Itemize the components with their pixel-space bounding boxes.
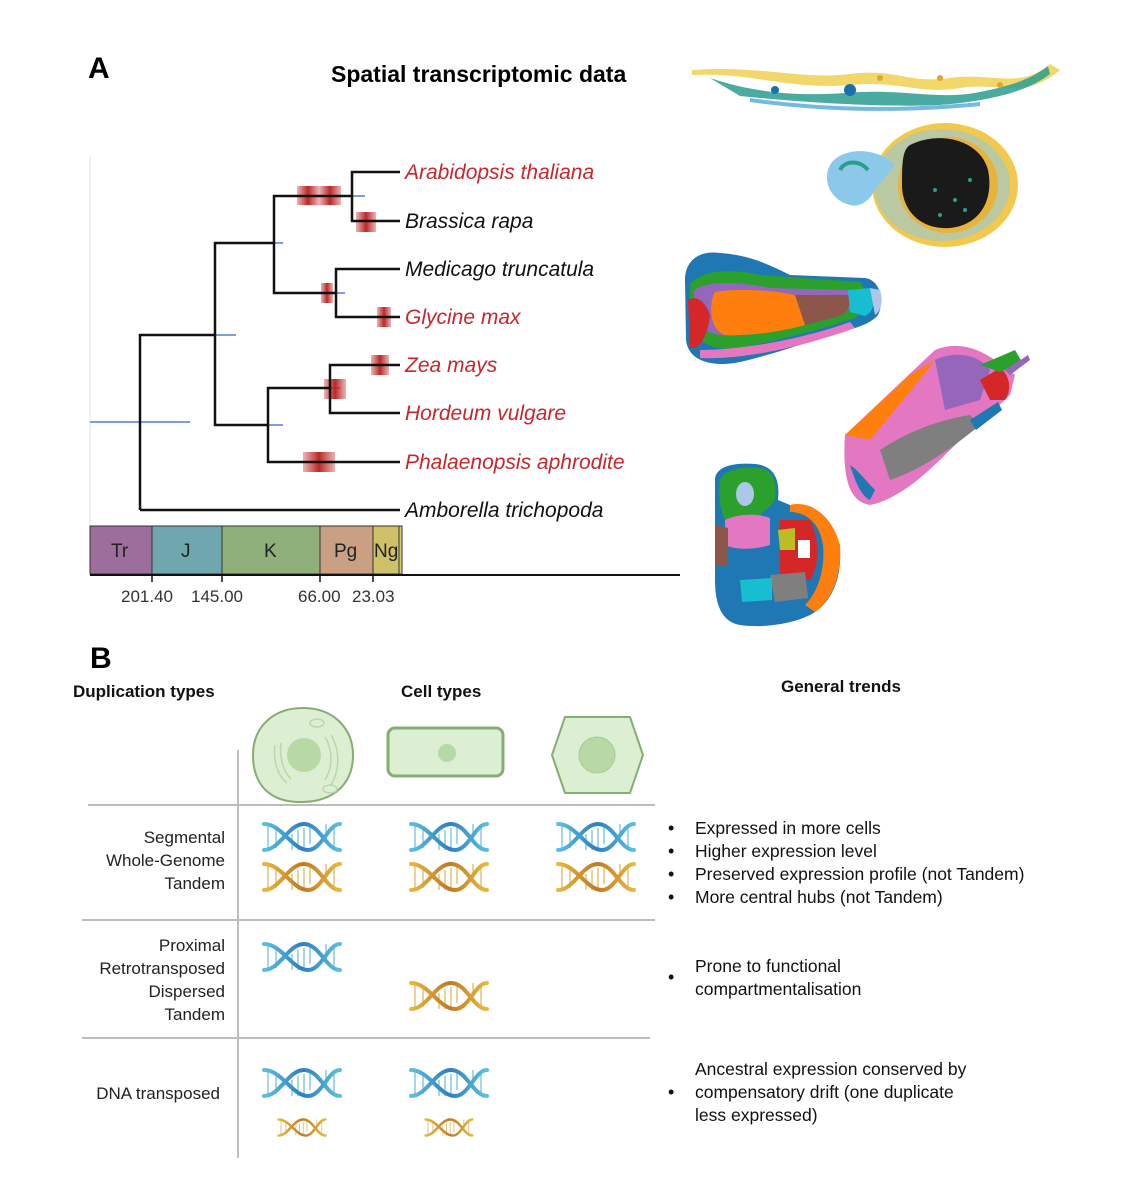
- time-tick-label: 201.40: [121, 587, 173, 606]
- duplication-type: Whole-Genome: [105, 851, 225, 870]
- tissue-section-heart: [715, 463, 841, 627]
- species-label-zea: Zea mays: [405, 354, 498, 377]
- header-cell-types: Cell types: [401, 682, 482, 701]
- duplication-type: Dispersed: [148, 982, 225, 1001]
- dna-gold-icon: [556, 860, 636, 894]
- panel-a-label: A: [88, 52, 110, 85]
- tissue-section-wedge: [685, 252, 882, 364]
- species-label-brassica: Brassica rapa: [405, 210, 534, 233]
- spatial-transcriptomic-images: [685, 64, 1060, 627]
- header-general-trends: General trends: [781, 677, 901, 696]
- trends-row-1: Expressed in more cells Higher expressio…: [660, 817, 1024, 909]
- period-label-j: J: [181, 541, 191, 562]
- duplication-type: Segmental: [143, 828, 225, 847]
- dna-blue-icon: [556, 820, 636, 854]
- header-duplication-types: Duplication types: [73, 682, 215, 701]
- hexagonal-cell-icon: [551, 716, 644, 794]
- duplication-type-group-2: Proximal Retrotransposed Dispersed Tande…: [99, 934, 225, 1026]
- duplication-type-group-3: DNA transposed: [96, 1082, 220, 1105]
- trends-row-2: • Prone to functional compartmentalisati…: [660, 955, 861, 1001]
- period-k: [221, 525, 321, 575]
- species-label-amborella: Amborella trichopoda: [405, 499, 604, 522]
- tree-branches: [138, 170, 400, 512]
- dna-blue-icon: [409, 820, 489, 854]
- species-label-hordeum: Hordeum vulgare: [405, 402, 567, 425]
- dna-gold-icon: [262, 860, 342, 894]
- phylogenetic-tree: [89, 155, 680, 582]
- period-pg: [319, 525, 374, 575]
- duplication-type: DNA transposed: [96, 1084, 220, 1103]
- bullet: •: [668, 967, 675, 987]
- cell-type-icons: [251, 706, 644, 804]
- dna-gold-icon: [409, 979, 489, 1013]
- trend-line: compartmentalisation: [695, 979, 862, 999]
- tissue-section-strip: [692, 64, 1060, 111]
- bullet: •: [668, 1082, 675, 1102]
- species-label-phalaenopsis: Phalaenopsis aphrodite: [405, 451, 625, 474]
- duplication-type: Proximal: [158, 936, 225, 955]
- period-ng: [372, 525, 400, 575]
- panel-b-label: B: [90, 642, 112, 675]
- dna-gold-small-icon: [277, 1117, 327, 1138]
- geologic-timescale: [89, 525, 680, 582]
- species-label-arabidopsis: Arabidopsis thaliana: [405, 161, 595, 184]
- dna-gold-icon: [409, 860, 489, 894]
- time-tick-label: 23.03: [352, 587, 395, 606]
- trend-line: compensatory drift (one duplicate: [695, 1082, 954, 1102]
- period-j: [151, 525, 223, 575]
- spatial-data-title: Spatial transcriptomic data: [331, 61, 627, 87]
- dna-blue-icon: [262, 1066, 342, 1100]
- time-tick-label: 145.00: [191, 587, 243, 606]
- rectangular-cell-icon: [386, 726, 505, 778]
- trend-item: More central hubs (not Tandem): [660, 886, 1024, 909]
- time-tick-label: 66.00: [298, 587, 341, 606]
- trend-item: Preserved expression profile (not Tandem…: [660, 863, 1024, 886]
- round-cell-icon: [251, 706, 355, 804]
- duplication-type: Tandem: [164, 874, 225, 893]
- trend-item: Expressed in more cells: [660, 817, 1024, 840]
- period-label-pg: Pg: [334, 541, 358, 562]
- dna-blue-icon: [262, 820, 342, 854]
- tissue-section-oblong: [844, 345, 1030, 505]
- duplication-type: Retrotransposed: [99, 959, 225, 978]
- trend-line: less expressed): [695, 1105, 818, 1125]
- trends-row-3: • Ancestral expression conserved by comp…: [660, 1058, 966, 1127]
- species-label-medicago: Medicago truncatula: [405, 258, 595, 281]
- trend-line: Prone to functional: [695, 956, 841, 976]
- trend-item: Higher expression level: [660, 840, 1024, 863]
- tissue-section-round: [826, 123, 1018, 247]
- dna-blue-icon: [409, 1066, 489, 1100]
- species-label-glycine: Glycine max: [405, 306, 521, 329]
- dna-gold-small-icon: [424, 1117, 474, 1138]
- duplication-type: Tandem: [164, 1005, 225, 1024]
- period-tr: [89, 525, 153, 575]
- trend-line: Ancestral expression conserved by: [695, 1059, 967, 1079]
- duplication-type-group-1: Segmental Whole-Genome Tandem: [106, 826, 225, 895]
- period-label-tr: Tr: [111, 541, 129, 562]
- period-label-k: K: [264, 541, 277, 562]
- dna-blue-icon: [262, 940, 342, 974]
- period-label-ng: Ng: [374, 541, 399, 562]
